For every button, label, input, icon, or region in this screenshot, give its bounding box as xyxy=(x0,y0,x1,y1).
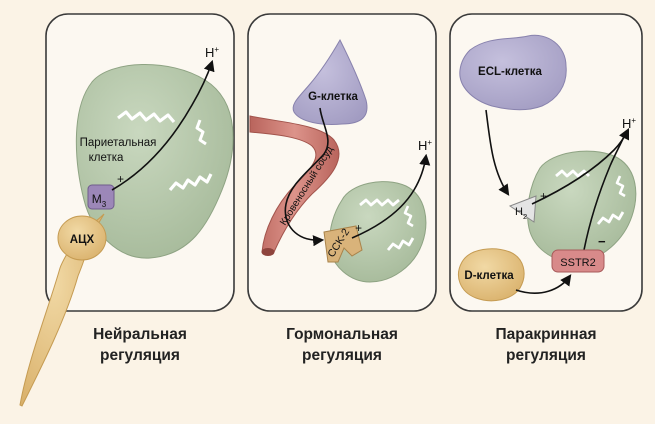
sign-plus-paracrine: + xyxy=(540,189,547,203)
parietal-cell-label-line2: клетка xyxy=(89,152,124,164)
d-cell-label: D-клетка xyxy=(464,270,514,282)
caption-neural-line1: Нейральная xyxy=(93,326,187,343)
sign-minus-paracrine: − xyxy=(598,234,606,249)
panel-hormonal: Кровеносный сосуд G-клетка CCK-2 + H+ Го… xyxy=(248,14,436,364)
receptor-sstr2-label: SSTR2 xyxy=(560,257,595,269)
blood-vessel-opening xyxy=(262,248,275,256)
parietal-cell-label-line1: Париетальная xyxy=(80,137,157,149)
caption-hormonal-line1: Гормональная xyxy=(286,326,398,343)
ecl-cell-label: ECL-клетка xyxy=(478,66,543,78)
caption-paracrine-line1: Паракринная xyxy=(496,326,597,343)
sign-plus-hormonal: + xyxy=(355,221,362,235)
caption-paracrine-line2: регуляция xyxy=(506,347,586,364)
g-cell-label: G-клетка xyxy=(308,91,358,103)
panel-neural: АЦХ M3 + H+ Париетальная клетка Нейральн… xyxy=(20,14,234,406)
caption-neural-line2: регуляция xyxy=(100,347,180,364)
panel-paracrine: ECL-клетка H2 + − H+ SSTR2 D-клетка Пара… xyxy=(450,14,642,364)
caption-hormonal-line2: регуляция xyxy=(302,347,382,364)
signal-label-ach: АЦХ xyxy=(70,234,95,246)
